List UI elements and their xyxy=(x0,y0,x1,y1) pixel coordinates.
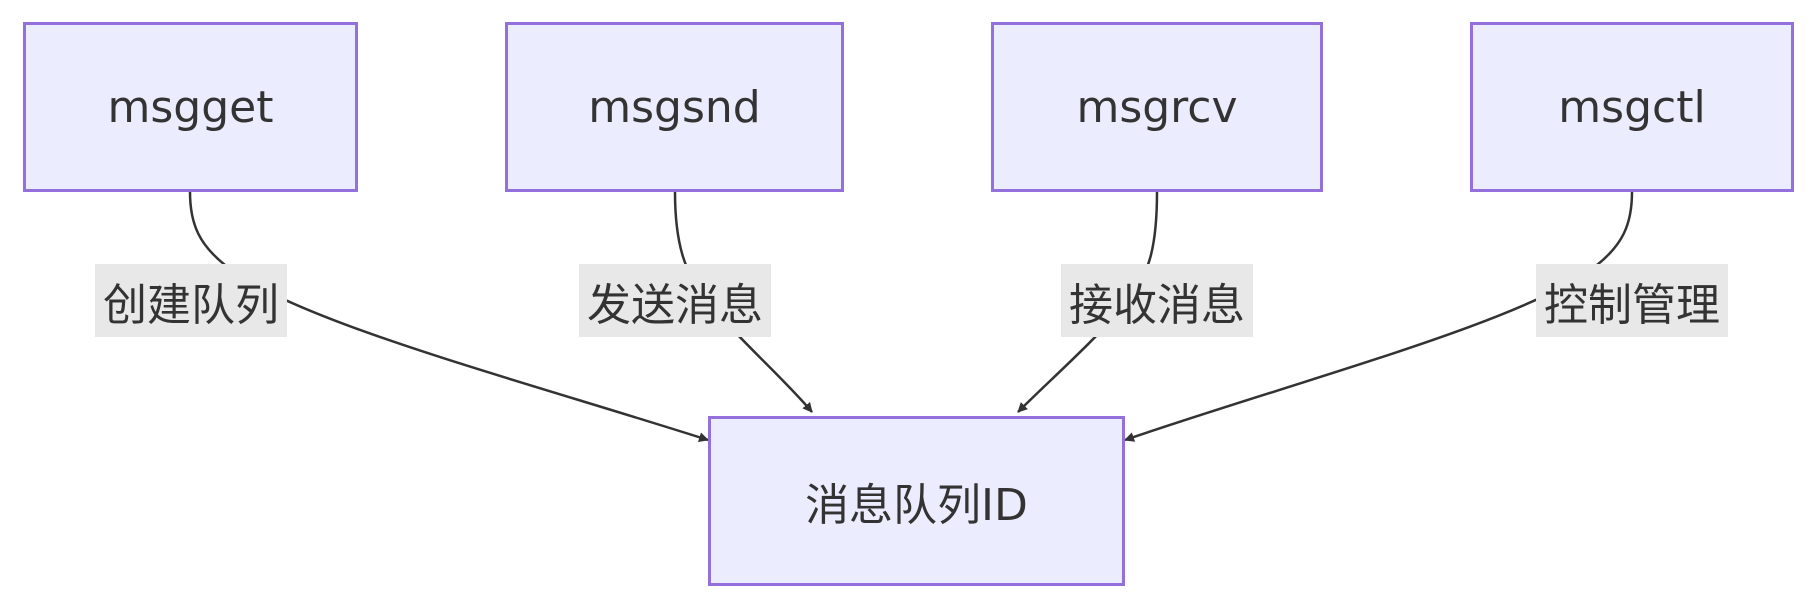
edge-msgget-to-queue xyxy=(188,191,709,443)
edge-label-receive: 接收消息 xyxy=(1061,264,1253,337)
node-msgsnd-label: msgsnd xyxy=(588,81,761,133)
node-msgctl-label: msgctl xyxy=(1558,81,1706,133)
node-msgget: msgget xyxy=(23,22,358,192)
node-msgctl: msgctl xyxy=(1470,22,1794,192)
edge-label-send: 发送消息 xyxy=(579,264,771,337)
node-queue-id-label: 消息队列ID xyxy=(805,480,1028,531)
node-msgrcv: msgrcv xyxy=(991,22,1323,192)
edge-label-control: 控制管理 xyxy=(1536,264,1728,337)
edge-label-create: 创建队列 xyxy=(95,264,287,337)
node-queue-id: 消息队列ID xyxy=(708,416,1125,586)
edge-msgctl-to-queue xyxy=(1124,191,1634,442)
node-msgrcv-label: msgrcv xyxy=(1076,81,1238,133)
node-msgget-label: msgget xyxy=(107,81,274,133)
node-msgsnd: msgsnd xyxy=(505,22,844,192)
